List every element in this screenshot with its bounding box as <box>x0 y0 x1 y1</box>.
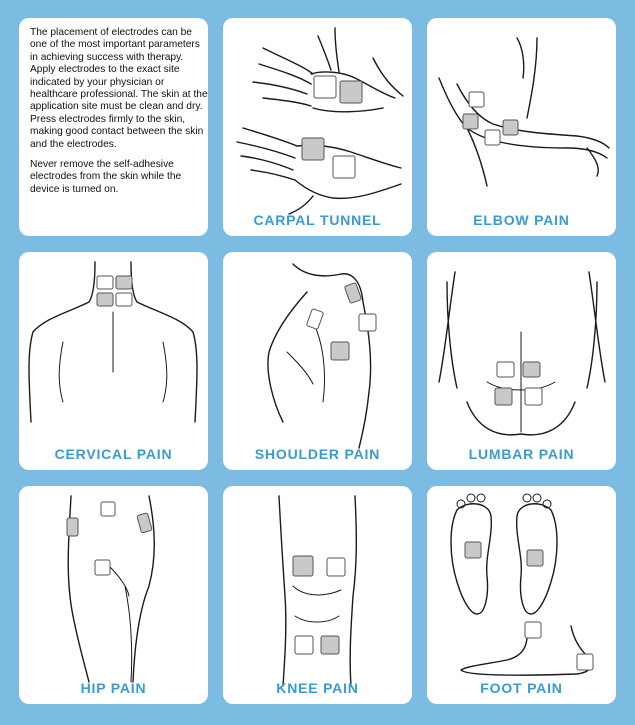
electrode-pad <box>462 113 479 130</box>
electrode-pad <box>332 155 356 179</box>
lumbar-pain-illustration <box>438 271 606 436</box>
hip-pain-illustration <box>66 495 155 683</box>
electrode-pad <box>330 341 350 361</box>
panel-label: SHOULDER PAIN <box>254 446 381 462</box>
electrode-pad <box>484 129 501 146</box>
electrode-pad <box>502 119 519 136</box>
electrode-pad <box>526 549 544 567</box>
panel-label: CARPAL TUNNEL <box>253 212 382 228</box>
electrode-pad <box>339 80 363 104</box>
electrode-pad <box>320 635 340 655</box>
electrode-pad <box>344 282 362 304</box>
panel-hip-pain: HIP PAIN <box>19 486 208 704</box>
panel-label: KNEE PAIN <box>276 680 359 696</box>
electrode-pad <box>468 91 485 108</box>
electrode-pad <box>464 541 482 559</box>
panel-shoulder-pain: SHOULDER PAIN <box>223 252 412 470</box>
cervical-pain-illustration <box>28 261 198 423</box>
electrode-pad <box>576 653 594 671</box>
knee-pain-illustration <box>278 495 357 687</box>
elbow-pain-illustration <box>438 37 610 187</box>
electrode-pad <box>306 308 324 330</box>
panel-cervical-pain: CERVICAL PAIN <box>19 252 208 470</box>
panel-label: ELBOW PAIN <box>473 212 570 228</box>
electrode-pad <box>524 387 543 406</box>
panel-foot-pain: FOOT PAIN <box>427 486 616 704</box>
electrode-pad <box>358 313 377 332</box>
electrode-pad <box>494 387 513 406</box>
panel-knee-pain: KNEE PAIN <box>223 486 412 704</box>
electrode-pad <box>292 555 314 577</box>
intro-paragraph-1: The placement of electrodes can be one o… <box>30 27 208 150</box>
carpal-tunnel-illustration <box>236 27 404 215</box>
electrode-pad <box>66 517 79 537</box>
intro-text: The placement of electrodes can be one o… <box>30 27 208 204</box>
electrode-pad <box>522 361 541 378</box>
panel-lumbar-pain: LUMBAR PAIN <box>427 252 616 470</box>
electrode-pad <box>136 512 153 534</box>
electrode-pad <box>100 501 116 517</box>
electrode-pad <box>301 137 325 161</box>
panel-label: FOOT PAIN <box>480 680 563 696</box>
electrode-pad <box>115 275 133 290</box>
electrode-pad <box>94 559 111 576</box>
shoulder-pain-illustration <box>267 263 377 449</box>
electrode-pad <box>313 75 337 99</box>
electrode-pad <box>115 292 133 307</box>
panel-label: LUMBAR PAIN <box>468 446 575 462</box>
electrode-pad <box>524 621 542 639</box>
foot-pain-illustration <box>450 493 594 676</box>
intro-card: The placement of electrodes can be one o… <box>19 18 208 236</box>
panel-label: CERVICAL PAIN <box>54 446 173 462</box>
panel-label: HIP PAIN <box>80 680 147 696</box>
electrode-pad <box>96 292 114 307</box>
electrode-pad <box>326 557 346 577</box>
intro-paragraph-2: Never remove the self-adhesive electrode… <box>30 159 182 195</box>
panel-carpal-tunnel: CARPAL TUNNEL <box>223 18 412 236</box>
electrode-pad <box>294 635 314 655</box>
panel-elbow-pain: ELBOW PAIN <box>427 18 616 236</box>
electrode-pad <box>496 361 515 378</box>
electrode-pad <box>96 275 114 290</box>
